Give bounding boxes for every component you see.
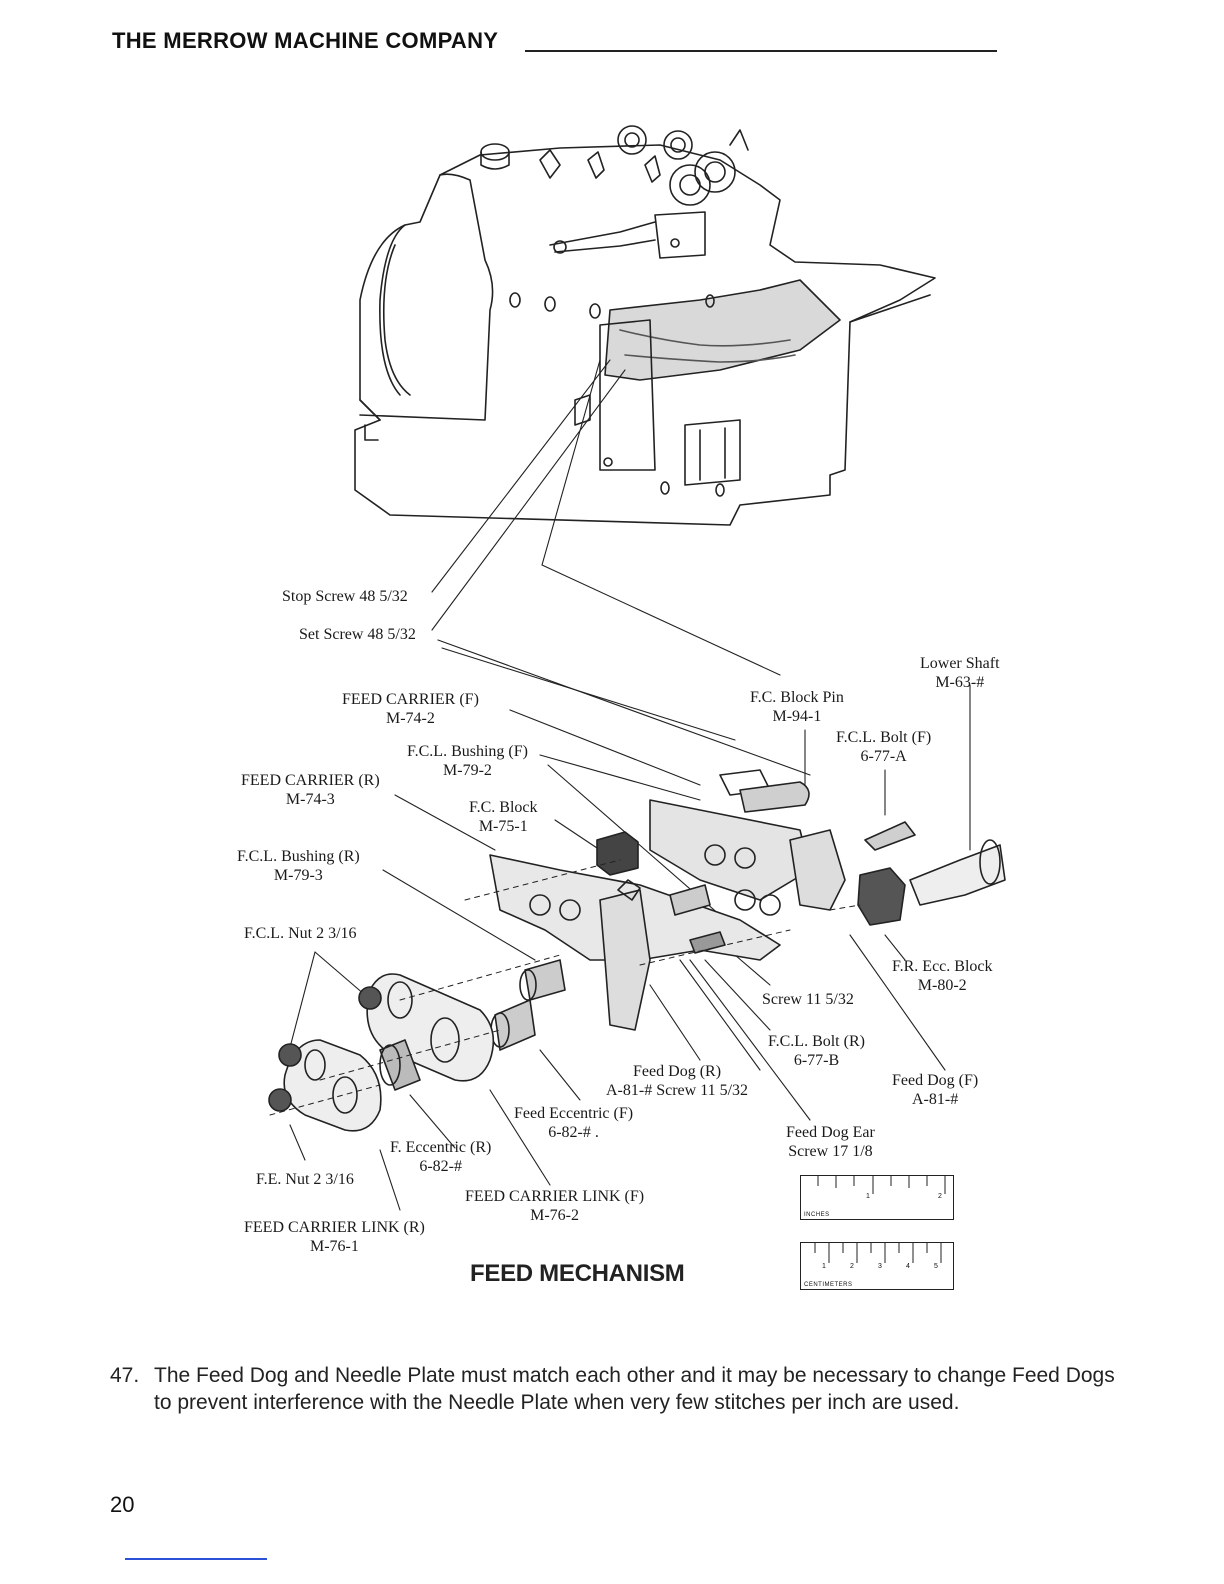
label-feed-dog-f: Feed Dog (F) A-81-# xyxy=(892,1072,979,1108)
instruction-paragraph: 47. The Feed Dog and Needle Plate must m… xyxy=(110,1362,1120,1416)
label-lower-shaft: Lower Shaft M-63-# xyxy=(920,655,1000,691)
centimeters-ruler-ticks xyxy=(814,1243,942,1263)
centimeters-ruler: 1 2 3 4 5 CENTIMETERS xyxy=(800,1242,954,1290)
exploded-parts xyxy=(268,769,1006,1132)
inches-ruler-ticks xyxy=(817,1176,946,1194)
inches-mark-1: 1 xyxy=(866,1193,870,1200)
label-set-screw: Set Screw 48 5/32 xyxy=(299,626,416,643)
label-screw-11: Screw 11 5/32 xyxy=(762,991,854,1008)
label-fcl-bolt-r: F.C.L. Bolt (R) 6-77-B xyxy=(768,1033,865,1069)
inches-mark-2: 2 xyxy=(938,1193,942,1200)
item-number: 47. xyxy=(110,1364,140,1387)
cm-mark-1: 1 xyxy=(822,1263,826,1270)
inches-caption: INCHES xyxy=(804,1212,830,1218)
footer-rule xyxy=(125,1558,267,1560)
label-fc-block-pin: F.C. Block Pin M-94-1 xyxy=(750,689,844,725)
label-fe-nut: F.E. Nut 2 3/16 xyxy=(256,1171,354,1188)
centimeters-caption: CENTIMETERS xyxy=(804,1282,853,1288)
label-fr-ecc-block: F.R. Ecc. Block M-80-2 xyxy=(892,958,993,994)
cm-mark-4: 4 xyxy=(906,1263,910,1270)
label-stop-screw: Stop Screw 48 5/32 xyxy=(282,588,408,605)
label-fcl-bushing-r: F.C.L. Bushing (R) M-79-3 xyxy=(237,848,360,884)
page-header: THE MERROW MACHINE COMPANY xyxy=(112,28,997,54)
leader-lines xyxy=(287,359,971,1211)
cm-mark-3: 3 xyxy=(878,1263,882,1270)
company-title: THE MERROW MACHINE COMPANY xyxy=(112,28,499,53)
label-feed-carrier-f: FEED CARRIER (F) M-74-2 xyxy=(342,691,479,727)
header-rule xyxy=(525,50,997,52)
instruction-text: The Feed Dog and Needle Plate must match… xyxy=(154,1364,1115,1414)
label-fcl-bolt-f: F.C.L. Bolt (F) 6-77-A xyxy=(836,729,932,765)
alignment-lines xyxy=(269,859,861,1116)
label-feed-dog-r: Feed Dog (R) A-81-# Screw 11 5/32 xyxy=(606,1063,749,1099)
label-feed-carrier-r: FEED CARRIER (R) M-74-3 xyxy=(241,772,380,808)
label-feed-dog-ear: Feed Dog Ear Screw 17 1/8 xyxy=(786,1124,875,1160)
label-fcl-nut: F.C.L. Nut 2 3/16 xyxy=(244,925,357,942)
label-feed-eccentric-f: Feed Eccentric (F) 6-82-# . xyxy=(514,1105,634,1141)
label-fc-block: F.C. Block M-75-1 xyxy=(469,799,538,835)
label-f-eccentric-r: F. Eccentric (R) 6-82-# xyxy=(390,1139,492,1175)
label-feed-carrier-link-r: FEED CARRIER LINK (R) M-76-1 xyxy=(244,1219,425,1255)
figure-title: FEED MECHANISM xyxy=(470,1260,685,1287)
label-fcl-bushing-f: F.C.L. Bushing (F) M-79-2 xyxy=(407,743,528,779)
page-number: 20 xyxy=(110,1492,135,1517)
label-feed-carrier-link-f: FEED CARRIER LINK (F) M-76-2 xyxy=(465,1188,645,1224)
cm-mark-2: 2 xyxy=(850,1263,854,1270)
cm-mark-5: 5 xyxy=(934,1263,938,1270)
inches-ruler: 1 2 INCHES xyxy=(800,1175,954,1220)
sewing-machine-drawing xyxy=(354,125,936,526)
